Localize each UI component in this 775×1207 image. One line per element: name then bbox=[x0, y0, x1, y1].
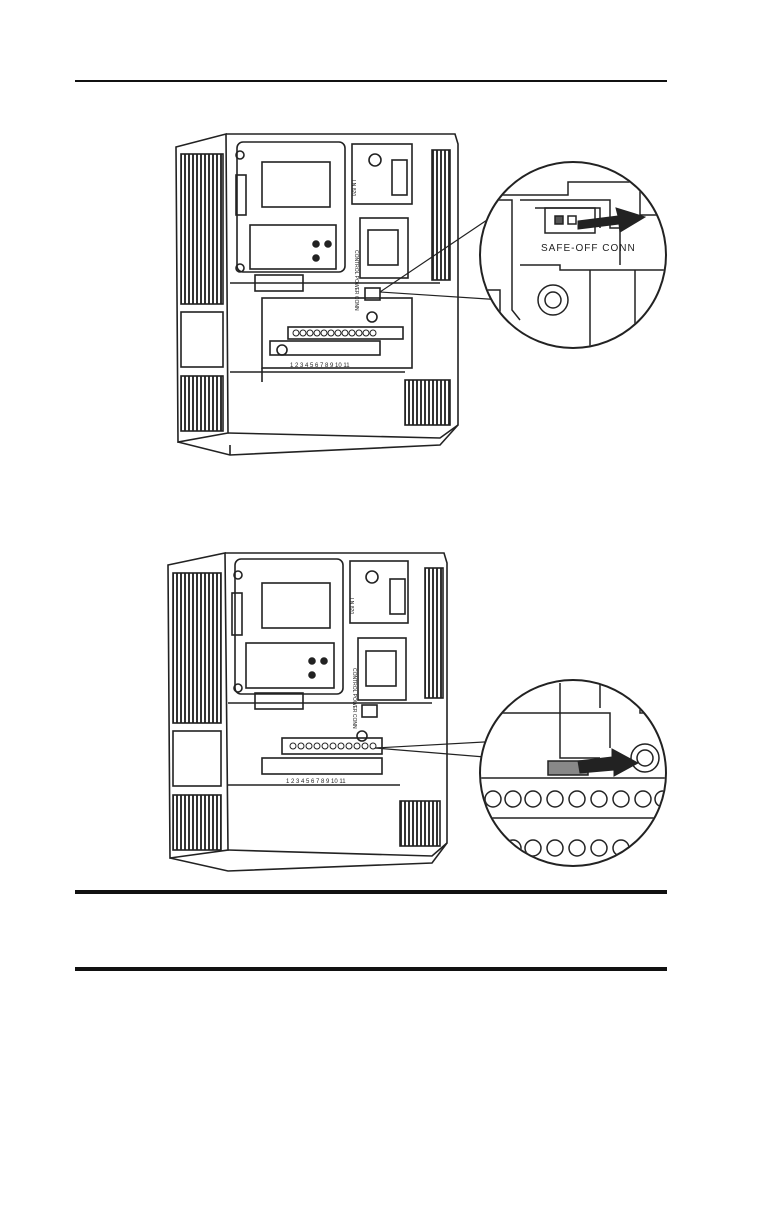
callout-magnified-view: SAFE-OFF CONN bbox=[480, 162, 666, 350]
small-label: LN 820 bbox=[348, 598, 354, 614]
terminal-block-top bbox=[290, 743, 376, 749]
note-box-bottom-rule bbox=[75, 967, 667, 971]
small-label: LN 820 bbox=[350, 180, 356, 196]
drive-housing bbox=[168, 553, 447, 871]
callout-magnified-view bbox=[475, 680, 671, 866]
header-rule bbox=[75, 80, 667, 82]
panel-label: CONTROL POWER CONN bbox=[351, 668, 357, 729]
terminal-numbers: 1 2 3 4 5 6 7 8 9 10 11 bbox=[290, 363, 350, 369]
figure-2-drive-illustration: CONTROL POWER CONN LN 820 1 2 3 4 5 6 7 … bbox=[0, 543, 775, 888]
terminal-block-top bbox=[293, 330, 376, 336]
figure-1-drive-illustration: CONTROL POWER CONN LN 820 1 2 3 4 5 6 7 … bbox=[0, 120, 775, 465]
note-box-top-rule bbox=[75, 890, 667, 894]
panel-label: CONTROL POWER CONN bbox=[353, 250, 359, 311]
callout-label: SAFE-OFF CONN bbox=[541, 243, 636, 254]
terminal-numbers: 1 2 3 4 5 6 7 8 9 10 11 bbox=[286, 779, 346, 785]
